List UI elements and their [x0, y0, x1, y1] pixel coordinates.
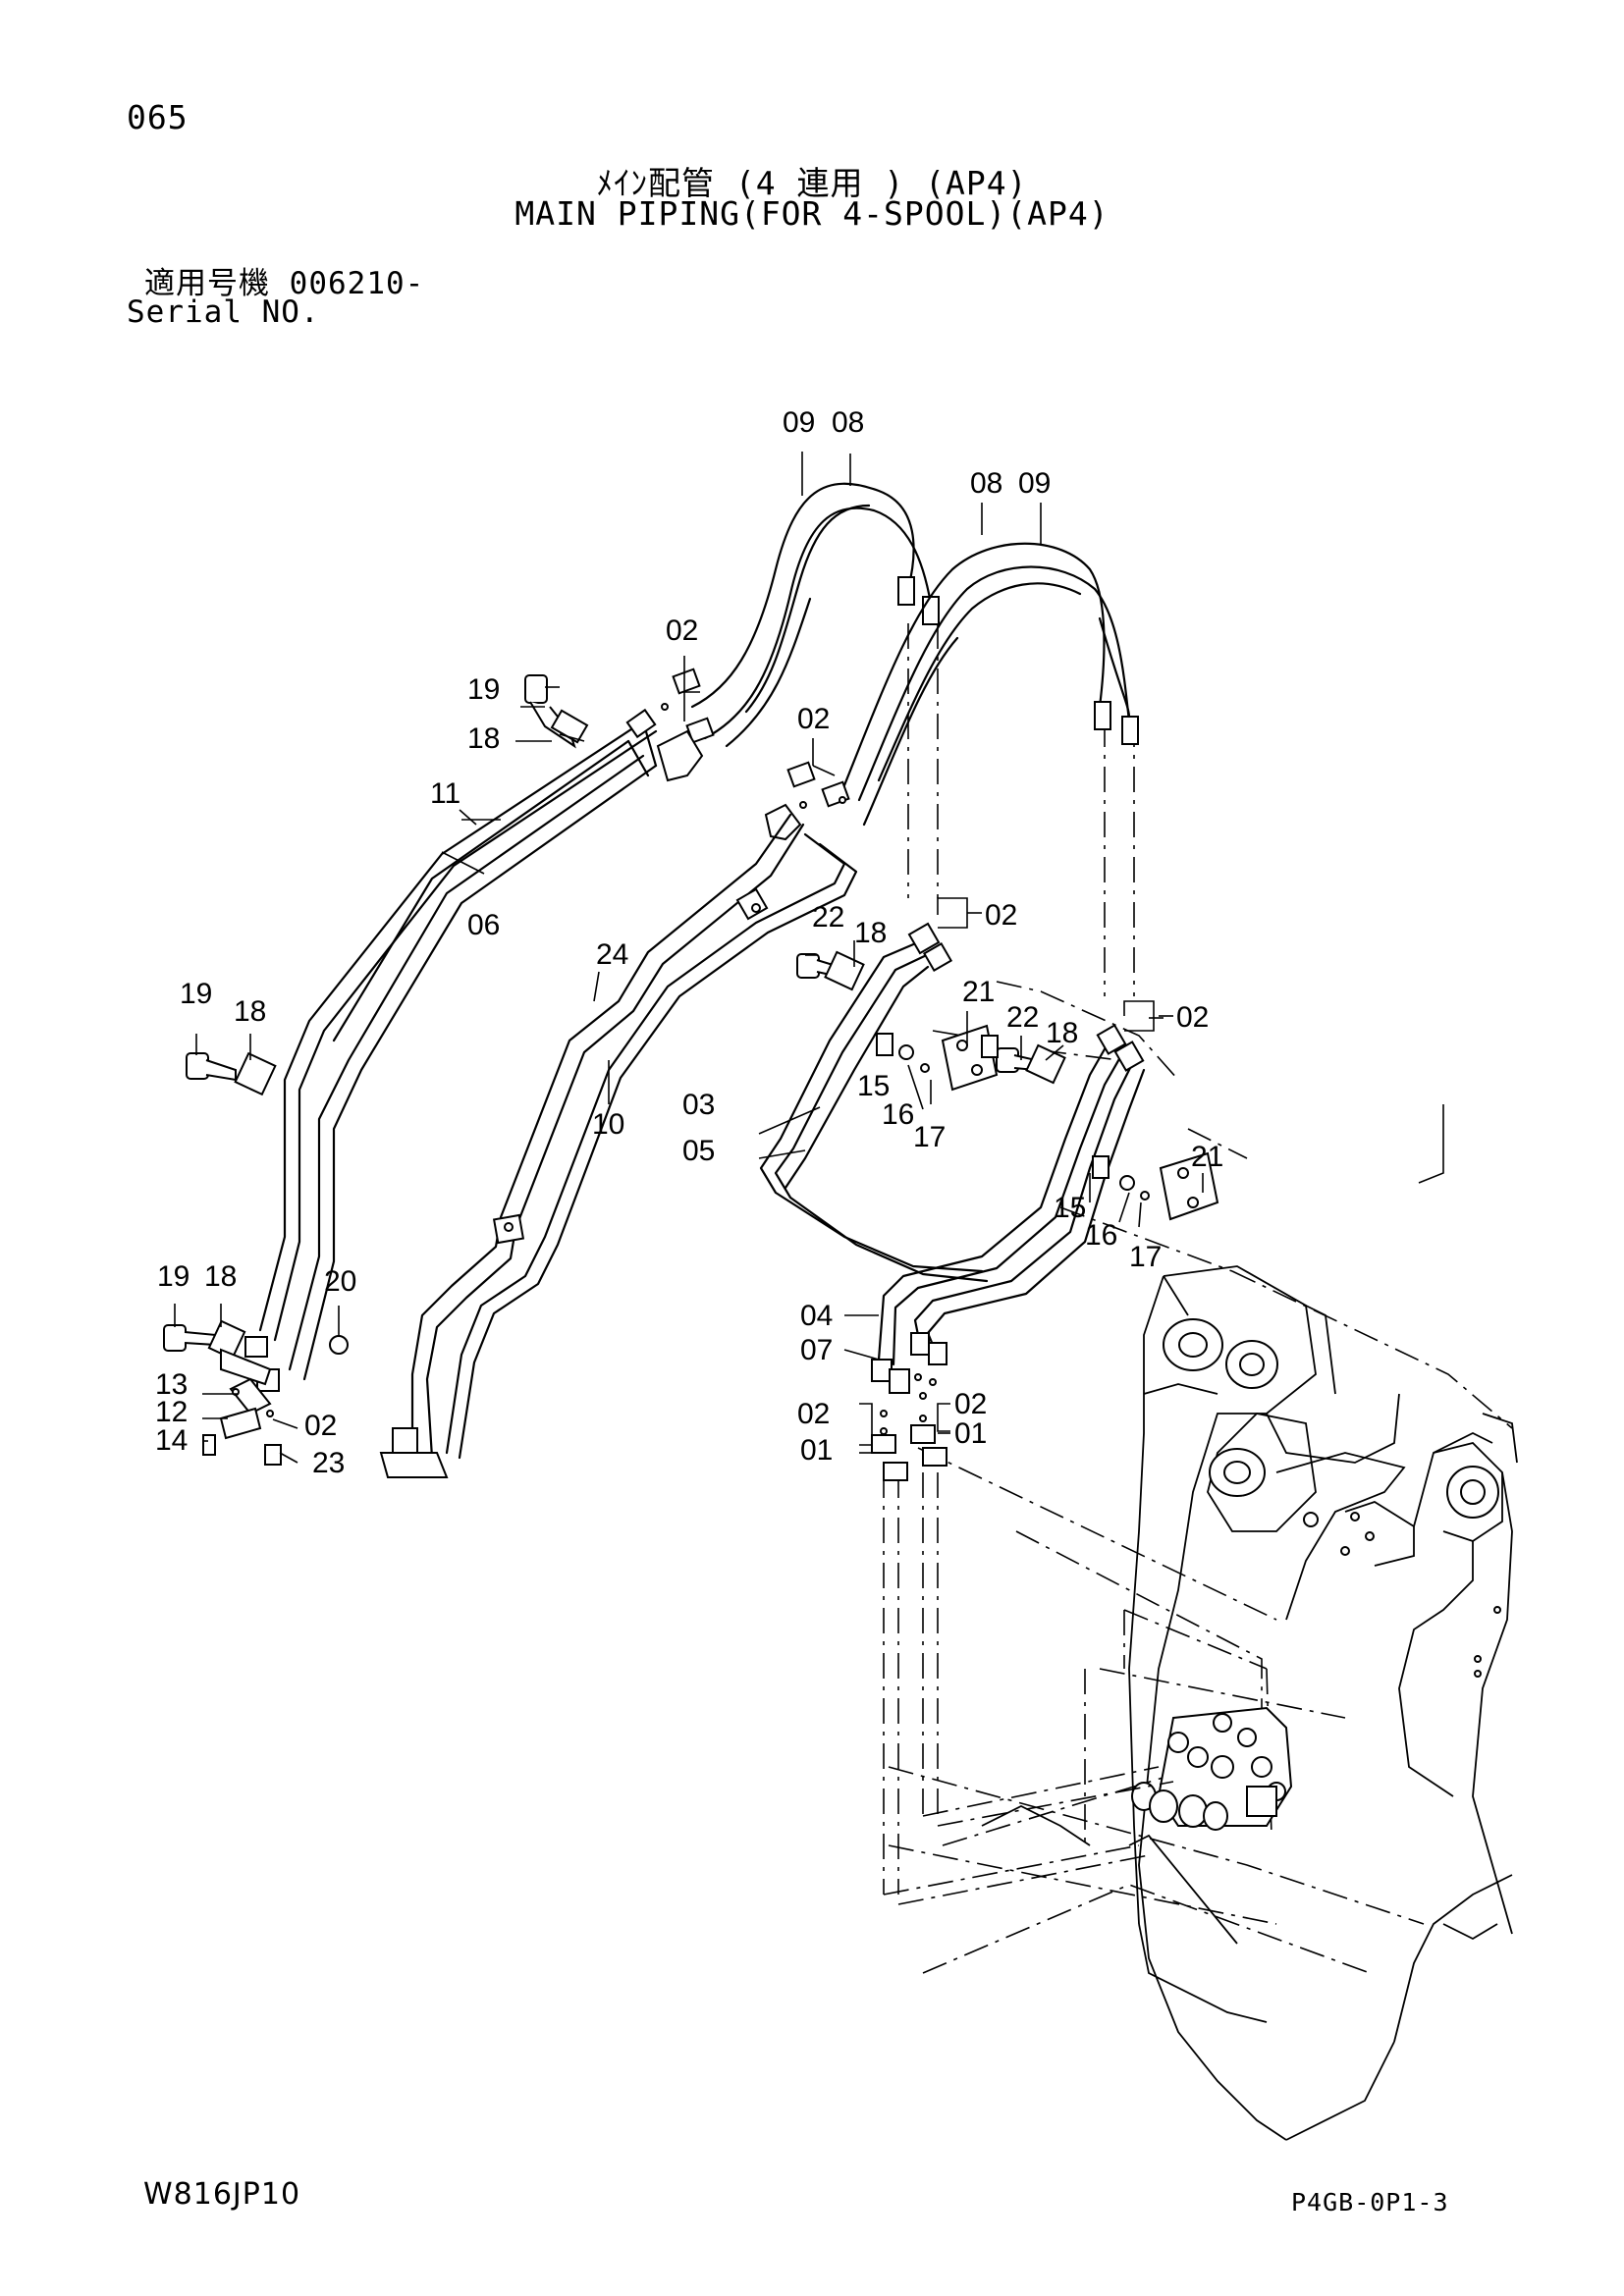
callout-20: 20 — [324, 1265, 356, 1298]
serial-number-label-english: Serial NO. — [127, 294, 320, 330]
frame-boss-circles — [1163, 1318, 1501, 1678]
callout-09-top: 09 — [783, 406, 815, 439]
callout-leader-lines — [174, 452, 1444, 1464]
control-valve-assembly — [1131, 1706, 1293, 1831]
pipe-04-07 — [871, 1024, 1146, 1394]
page-title-english: MAIN PIPING(FOR 4-SPOOL)(AP4) — [514, 194, 1110, 233]
callout-07: 07 — [800, 1334, 833, 1366]
callout-02-a: 02 — [666, 614, 698, 647]
callout-19-a: 19 — [467, 673, 500, 706]
callout-22-b: 22 — [1006, 1001, 1039, 1034]
page-number: 065 — [127, 98, 189, 136]
callout-09-right: 09 — [1018, 467, 1051, 500]
fittings-lower-center — [871, 1373, 947, 1481]
callout-21-b: 21 — [1191, 1141, 1223, 1173]
callout-10: 10 — [592, 1108, 624, 1141]
footer-model-code: W816JP10 — [143, 2177, 301, 2212]
callout-01-a: 01 — [800, 1434, 833, 1467]
callout-14: 14 — [155, 1424, 188, 1457]
callout-15-b: 15 — [1054, 1192, 1086, 1224]
callout-18-a: 18 — [467, 722, 500, 755]
callout-02-d: 02 — [1176, 1001, 1209, 1034]
bolts-and-clamps — [163, 674, 1219, 1466]
callout-16-b: 16 — [1085, 1219, 1117, 1252]
callout-04: 04 — [800, 1300, 833, 1332]
callout-16-a: 16 — [882, 1098, 914, 1131]
callout-02-b: 02 — [797, 703, 830, 735]
callout-23: 23 — [312, 1447, 345, 1479]
callout-02-f: 02 — [954, 1388, 987, 1420]
pipe-11-06 — [244, 708, 658, 1392]
page-title-japanese: ﾒｲﾝ配管 (4 連用 ) (AP4) — [596, 164, 1028, 202]
hose-08-09-right — [842, 542, 1139, 827]
footer-drawing-code: P4GB-0P1-3 — [1291, 2188, 1449, 2216]
callout-03: 03 — [682, 1089, 715, 1121]
callout-02-c: 02 — [985, 899, 1017, 932]
fittings-upper-left — [656, 667, 850, 841]
callout-22-a: 22 — [812, 901, 844, 934]
callout-11: 11 — [430, 777, 460, 810]
callout-17-b: 17 — [1129, 1241, 1162, 1273]
callout-12: 12 — [155, 1396, 188, 1428]
hose-09-08-left — [690, 482, 940, 748]
callout-08-top: 08 — [832, 406, 864, 439]
callout-02-e: 02 — [797, 1398, 830, 1430]
callout-15-a: 15 — [857, 1070, 890, 1102]
callout-18-c: 18 — [234, 995, 266, 1028]
callout-18-e: 18 — [204, 1260, 237, 1293]
callout-05: 05 — [682, 1135, 715, 1167]
callout-08-right: 08 — [970, 467, 1002, 500]
callout-18-d: 18 — [1046, 1017, 1078, 1049]
callout-24: 24 — [596, 938, 628, 971]
callout-06: 06 — [467, 909, 500, 941]
callout-17-a: 17 — [913, 1121, 946, 1153]
serial-number-label-japanese: 適用号機 006210- — [144, 266, 425, 301]
machine-frame-solid — [981, 1265, 1518, 2141]
callout-13: 13 — [155, 1368, 188, 1401]
callout-01-b: 01 — [954, 1417, 987, 1450]
callout-21-a: 21 — [962, 976, 995, 1008]
callout-19-c: 19 — [157, 1260, 189, 1293]
assembly-center-lines — [883, 623, 1248, 1905]
callout-19-b: 19 — [180, 978, 212, 1010]
pipe-24-10 — [379, 813, 858, 1478]
callout-02-g: 02 — [304, 1410, 337, 1442]
pipe-03-05 — [759, 922, 989, 1283]
callout-18-b: 18 — [854, 917, 887, 949]
part-callouts: 09 08 08 09 02 02 02 02 02 02 02 19 18 1… — [155, 406, 1223, 1479]
